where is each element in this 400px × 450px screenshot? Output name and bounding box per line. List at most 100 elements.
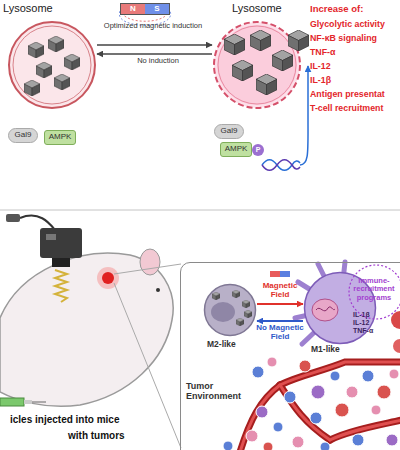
dna-helix <box>262 160 300 171</box>
effect-item: Antigen presentat <box>310 90 385 100</box>
mouse-illustration <box>0 253 173 406</box>
nanocubes-activated <box>256 74 277 95</box>
lysosome-circle-membrane <box>214 22 300 108</box>
nanocubes-activated <box>217 25 297 105</box>
mouse-illustration <box>156 288 160 292</box>
lysosome-circle: Lysosome <box>7 20 97 110</box>
t-cells <box>391 311 400 353</box>
nanocubes-activated <box>288 30 309 51</box>
blood-vessel <box>240 362 400 450</box>
mouse-illustration <box>140 249 160 275</box>
nanocubes-activated <box>272 50 293 71</box>
blood-vessel <box>280 362 400 385</box>
tumor-cells <box>267 357 277 367</box>
effect-item: Glycolytic activity <box>310 20 385 30</box>
effect-item: TNF-α <box>310 48 335 58</box>
tumor-cells <box>310 412 322 424</box>
phospho-label: P <box>252 146 264 154</box>
phospho-mark <box>252 144 264 156</box>
tumor-cells <box>256 406 268 418</box>
effect-item: T-cell recruitment <box>310 104 383 114</box>
blood-vessel <box>240 385 280 450</box>
panel-divider <box>0 210 400 211</box>
tumor-cells <box>299 360 311 372</box>
tumor-cells <box>252 366 264 378</box>
lysosome-heading: Lysosome <box>232 2 282 14</box>
tumor-cells <box>273 422 283 432</box>
induction-arrow <box>97 44 212 45</box>
m1-nucleus <box>312 299 338 321</box>
list-heading: Increase of: <box>310 4 363 15</box>
effect-item: IL-1β <box>310 76 331 86</box>
lysosome-circle-inner-membrane <box>218 26 296 104</box>
blood-vessel <box>240 362 400 450</box>
syringe <box>0 398 46 406</box>
induction-device <box>46 234 56 240</box>
syringe <box>0 398 24 406</box>
tumor-cells <box>335 403 349 417</box>
caption-text: icles injected into mice <box>10 414 119 425</box>
tumor-cells <box>371 405 381 415</box>
tumor-cells <box>346 386 358 398</box>
tumor-cells <box>223 441 233 450</box>
protein-blob: Gal9 <box>8 128 38 143</box>
protein-label: AMPK <box>45 133 75 142</box>
induction-device <box>20 216 55 230</box>
zoom-lines <box>114 264 181 274</box>
tumor-cells <box>311 385 325 399</box>
induction-device <box>55 270 67 302</box>
edge-label: No Magnetic Field <box>255 324 305 342</box>
induction-device <box>6 214 20 222</box>
protein-blob: Gal9 <box>214 124 244 139</box>
nanocubes-activated <box>250 30 271 51</box>
induction-arrow <box>97 53 212 54</box>
tumor-cells <box>362 370 374 382</box>
mini-magnet <box>270 271 280 277</box>
magnet-bar: NS <box>120 3 170 15</box>
edge-label: Optimized magnetic induction <box>103 22 203 30</box>
m2-interior <box>211 302 235 322</box>
protein-box: AMPK <box>44 130 76 145</box>
program-note: Immune-recruitment programs <box>350 277 398 302</box>
dna-helix <box>262 160 300 171</box>
lysosome-circle-outline <box>7 20 97 110</box>
panel-heading: Tumor Environment <box>186 381 250 401</box>
lysosome-circle-inner-membrane <box>13 26 91 104</box>
zoom-lines <box>114 283 181 448</box>
field-arrow <box>257 320 303 322</box>
tumor-cells <box>377 385 391 399</box>
nanocubes-activated <box>232 60 253 81</box>
tumor-cells <box>246 430 258 442</box>
tumor-cells <box>330 371 340 381</box>
tumor-cells <box>320 442 330 450</box>
tumor-cells <box>223 357 399 450</box>
t-cells <box>391 311 400 329</box>
cytokine-list: IL-1β IL-12 TNF-α <box>353 311 377 334</box>
cell-label: M1-like <box>311 345 340 355</box>
lysosome-heading: Lysosome <box>3 2 53 14</box>
zoom-lines <box>114 264 181 448</box>
mouse-illustration <box>97 267 119 289</box>
effect-item: IL-12 <box>310 62 331 72</box>
caption-text: with tumors <box>68 430 125 441</box>
protein-label: Gal9 <box>9 131 37 140</box>
signal-arrow <box>300 66 308 165</box>
induction-device <box>40 228 82 258</box>
tumor-cells <box>292 436 304 448</box>
field-arrow <box>257 303 303 305</box>
effect-item: NF-κB signaling <box>310 34 377 44</box>
blood-vessel <box>280 385 330 440</box>
mouse-illustration <box>0 249 173 406</box>
tumor-cells <box>284 391 296 403</box>
tumor-cells <box>389 369 399 379</box>
dna-helix <box>262 160 300 171</box>
blood-vessel <box>280 385 330 440</box>
tumor-cells <box>386 434 398 446</box>
protein-label: AMPK <box>221 145 251 154</box>
edge-label: No induction <box>118 57 198 65</box>
mini-magnet <box>270 271 290 277</box>
blood-vessel <box>240 362 400 450</box>
blood-vessel <box>280 362 400 385</box>
